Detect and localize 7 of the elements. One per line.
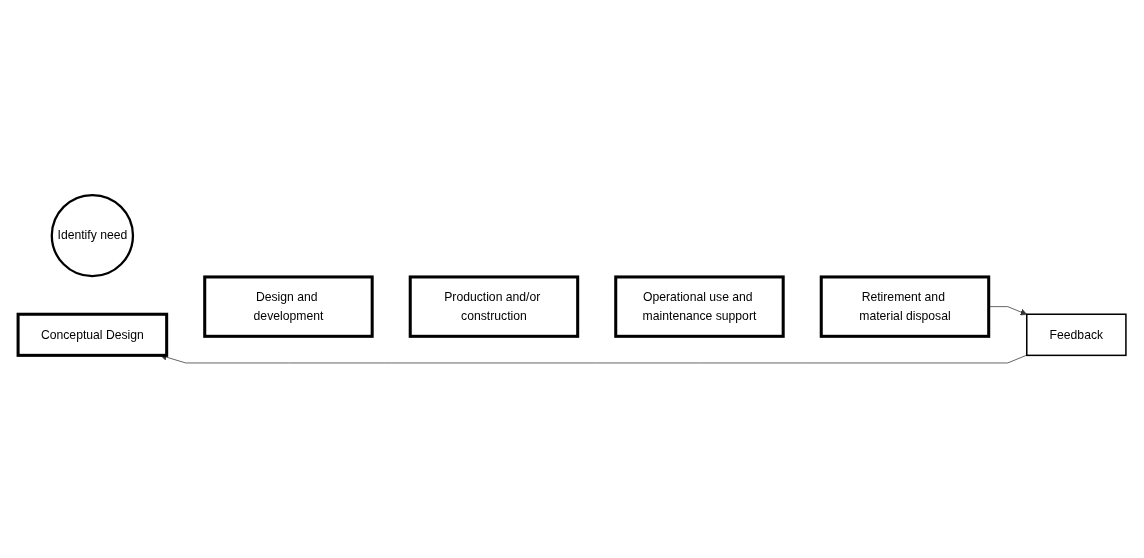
node-box: Feedback xyxy=(1026,313,1127,357)
node-circle: Identify need xyxy=(50,193,135,278)
node-box: Design and development xyxy=(203,275,374,338)
node-box: Retirement and material disposal xyxy=(819,275,991,338)
node-box: Conceptual Design xyxy=(16,312,169,357)
node-box: Operational use and maintenance support xyxy=(614,275,785,338)
node-box: Production and/or construction xyxy=(408,275,580,338)
